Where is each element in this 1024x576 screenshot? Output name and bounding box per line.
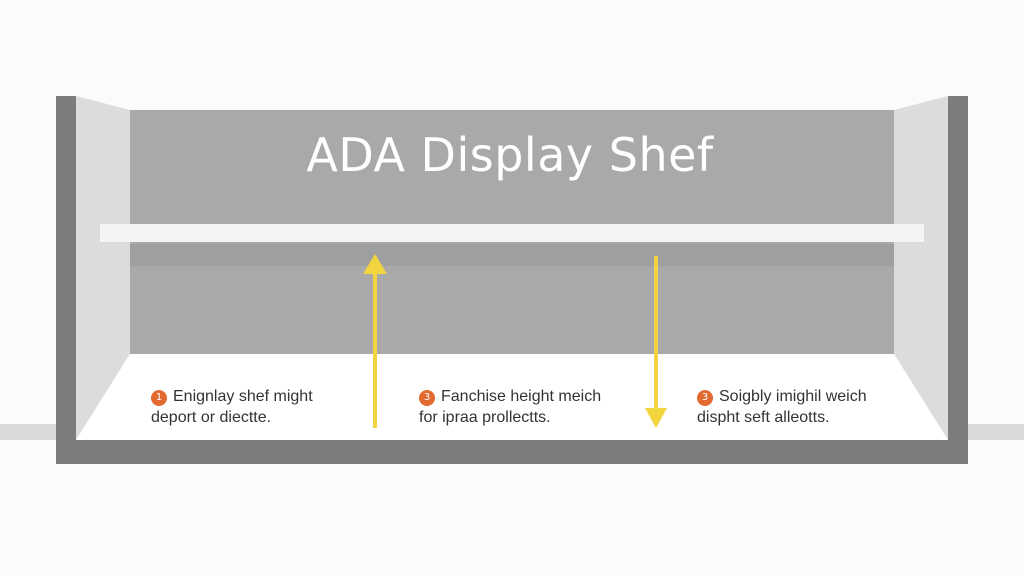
callout-1-line-1: 1 Enignlay shef might xyxy=(151,386,371,407)
callout-text: Soigbly imighil weich xyxy=(719,388,867,405)
left-ground-strip xyxy=(0,424,60,440)
callout-3: 3 Soigbly imighil weich dispht seft alleo… xyxy=(697,386,917,428)
shelf-floor xyxy=(76,354,948,440)
diagram-title: ADA Display Shef xyxy=(306,128,714,182)
callout-text: Fanchise height meich xyxy=(441,388,602,405)
right-ground-strip xyxy=(966,424,1024,440)
callout-2-line-2: for ipraa prollectts. xyxy=(419,409,551,426)
callout-1: 1 Enignlay shef might deport or diectte. xyxy=(151,386,371,428)
callout-2-line-1: 3 Fanchise height meich xyxy=(419,386,639,407)
back-wall-lower-shade xyxy=(130,244,894,266)
frame-left-post xyxy=(56,96,76,464)
callout-text: Enignlay shef might xyxy=(173,388,313,405)
shelf-board xyxy=(100,224,924,242)
left-side-wall xyxy=(76,96,130,440)
down-arrow-head xyxy=(645,408,667,428)
right-side-wall xyxy=(894,96,948,440)
frame-base xyxy=(56,440,968,464)
callout-1-line-2: deport or diectte. xyxy=(151,409,272,426)
callout-2: 3 Fanchise height meich for ipraa prollec… xyxy=(419,386,639,428)
number-badge: 1 xyxy=(151,390,167,406)
callout-3-line-1: 3 Soigbly imighil weich xyxy=(697,386,917,407)
number-badge: 3 xyxy=(697,390,713,406)
frame-right-post xyxy=(948,96,968,464)
number-badge: 3 xyxy=(419,390,435,406)
up-arrow-head xyxy=(363,254,387,274)
callout-3-line-2: dispht seft alleotts. xyxy=(697,409,830,426)
